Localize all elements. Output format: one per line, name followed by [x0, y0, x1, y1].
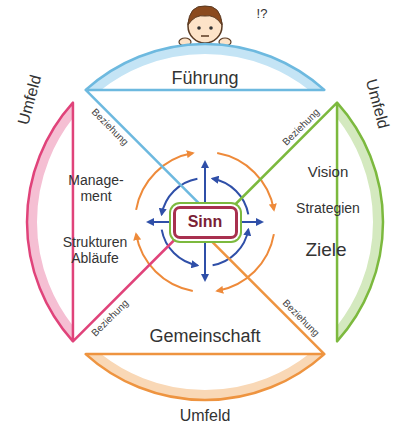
- cycle-arrow: [217, 234, 274, 291]
- quadrant-band: [27, 44, 383, 400]
- text-slot: Vision: [308, 163, 349, 180]
- quadrant-border: [86, 235, 325, 400]
- environment-label: Umfeld: [180, 407, 231, 425]
- cycle-arrow: [217, 153, 274, 210]
- quadrant-border: [27, 103, 192, 342]
- relation-label: Beziehung: [280, 106, 322, 148]
- exclamation-text: !?: [257, 7, 268, 22]
- quadrant-text: Vision: [308, 163, 349, 180]
- text-slot: Gemeinschaft: [149, 326, 260, 347]
- relation-label: Beziehung: [89, 106, 131, 148]
- relation-label-text: Beziehung: [280, 297, 322, 339]
- environment-label: Umfeld: [362, 77, 393, 131]
- quadrant-band: [27, 44, 383, 400]
- quadrant-band: [27, 44, 383, 400]
- relation-label-text: Beziehung: [89, 106, 131, 148]
- text-slot: Führung: [171, 68, 238, 89]
- radial-arrow: [204, 162, 206, 206]
- outer-cycle-arrows: [136, 153, 274, 291]
- radial-arrow: [204, 238, 206, 280]
- child-eye: [209, 26, 213, 30]
- relation-label-text: Beziehung: [280, 106, 322, 148]
- child-eye: [197, 26, 201, 30]
- quadrant-text: Führung: [171, 68, 238, 89]
- quadrant-text: Ziele: [305, 239, 346, 261]
- radial-arrow: [236, 221, 262, 223]
- quadrant-text: Gemeinschaft: [149, 326, 260, 347]
- cycle-arrow: [136, 234, 193, 291]
- text-slot: Strukturen Abläufe: [55, 234, 135, 266]
- radial-arrow: [148, 221, 174, 223]
- relation-label: Beziehung: [280, 297, 322, 339]
- quadrant-text: Strukturen Abläufe: [55, 234, 135, 266]
- quadrant-band: [27, 44, 383, 400]
- environment-label-text: Umfeld: [15, 73, 46, 127]
- environment-label: Umfeld: [15, 73, 46, 127]
- center-text: Sinn: [188, 213, 223, 231]
- quadrant-border: [218, 103, 383, 342]
- relation-label-text: Beziehung: [89, 297, 131, 339]
- environment-label-text: Umfeld: [180, 407, 231, 425]
- center-box: Sinn: [173, 206, 238, 239]
- quadrant-text: Manage- ment: [64, 172, 128, 204]
- radial-arrows: [148, 162, 262, 280]
- text-slot: Manage- ment: [64, 172, 128, 204]
- child-hair: [188, 6, 222, 25]
- exclamation: !?: [257, 7, 268, 22]
- environment-label-text: Umfeld: [362, 77, 393, 131]
- child-figure: [179, 6, 231, 46]
- quadrant-text: Strategien: [296, 200, 360, 216]
- child-mouth: [201, 35, 209, 37]
- relation-label: Beziehung: [89, 297, 131, 339]
- text-slot: Strategien: [296, 200, 360, 216]
- text-slot: Ziele: [305, 239, 346, 261]
- cycle-arrow: [136, 153, 193, 210]
